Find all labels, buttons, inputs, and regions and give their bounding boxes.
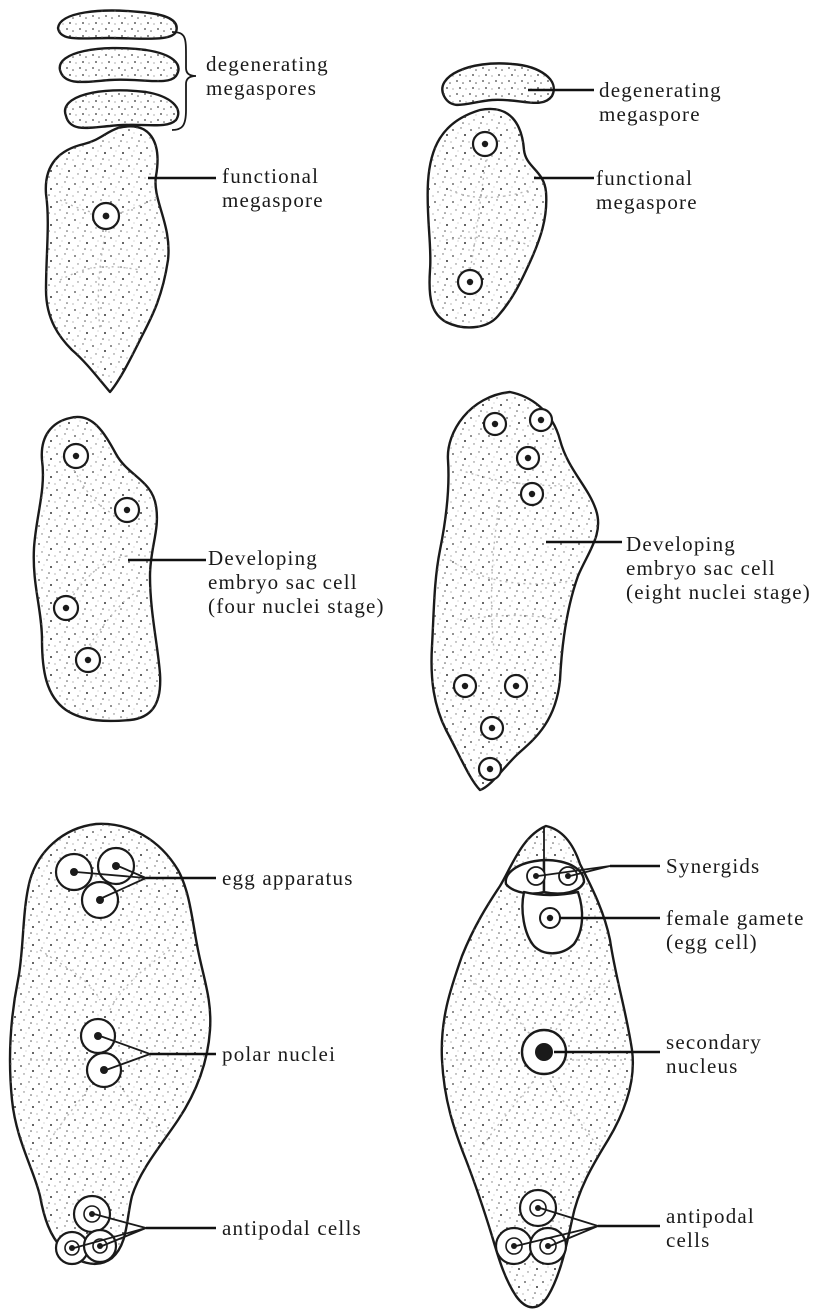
label-line: polar nuclei [222, 1042, 336, 1066]
panel-2-diagram [428, 63, 594, 327]
nucleolus [489, 725, 495, 731]
nucleolus [492, 421, 498, 427]
label-line: secondary [666, 1030, 762, 1054]
degenerating-megaspore-1-fill [58, 11, 177, 39]
label-line: degenerating [206, 52, 329, 76]
label-line: functional [222, 164, 324, 188]
nucleolus [529, 491, 535, 497]
nucleolus [547, 915, 553, 921]
label-line: degenerating [599, 78, 722, 102]
label-line: Synergids [666, 854, 760, 878]
embryo-sac-cytoplasm [34, 417, 160, 721]
label-line: nucleus [666, 1054, 762, 1078]
panel-3-diagram [34, 417, 206, 721]
label-line: egg apparatus [222, 866, 354, 890]
nucleolus [103, 213, 110, 220]
nucleolus [538, 417, 544, 423]
label-line: (egg cell) [666, 930, 805, 954]
nucleolus [525, 455, 531, 461]
label-line: female gamete [666, 906, 805, 930]
label-egg-apparatus: egg apparatus [222, 866, 354, 890]
label-line: megaspores [206, 76, 329, 100]
label-functional-megaspore: functional megaspore [222, 164, 324, 212]
label-line: (eight nuclei stage) [626, 580, 811, 604]
label-line: functional [596, 166, 698, 190]
label-line: antipodal cells [222, 1216, 362, 1240]
label-line: Developing [626, 532, 811, 556]
label-degenerating-megaspores: degenerating megaspores [206, 52, 329, 100]
label-eight-nuclei-stage: Developing embryo sac cell (eight nuclei… [626, 532, 811, 604]
label-secondary-nucleus: secondary nucleus [666, 1030, 762, 1078]
label-female-gamete: female gamete (egg cell) [666, 906, 805, 954]
label-degenerating-megaspore: degenerating megaspore [599, 78, 722, 126]
label-four-nuclei-stage: Developing embryo sac cell (four nuclei … [208, 546, 385, 618]
nucleolus [482, 141, 488, 147]
label-line: embryo sac cell [626, 556, 811, 580]
nucleolus [462, 683, 468, 689]
label-line: (four nuclei stage) [208, 594, 385, 618]
secondary-nucleus-inner [535, 1043, 553, 1061]
label-line: megaspore [599, 102, 722, 126]
nucleolus [73, 453, 79, 459]
label-line: cells [666, 1228, 755, 1252]
label-line: embryo sac cell [208, 570, 385, 594]
nucleolus [63, 605, 69, 611]
panel-4-diagram [432, 392, 622, 790]
label-polar-nuclei: polar nuclei [222, 1042, 336, 1066]
panel-1-diagram [46, 11, 216, 392]
embryo-sac-cytoplasm [432, 392, 599, 790]
label-antipodal-cells: antipodal cells [666, 1204, 755, 1252]
label-synergids: Synergids [666, 854, 760, 878]
nucleolus [467, 279, 473, 285]
label-line: antipodal [666, 1204, 755, 1228]
nucleolus [487, 766, 493, 772]
label-functional-megaspore: functional megaspore [596, 166, 698, 214]
functional-megaspore-cytoplasm [46, 126, 169, 392]
label-line: Developing [208, 546, 385, 570]
nucleolus [513, 683, 519, 689]
label-line: megaspore [222, 188, 324, 212]
panel-5-diagram [10, 824, 216, 1264]
label-antipodal-cells: antipodal cells [222, 1216, 362, 1240]
label-line: megaspore [596, 190, 698, 214]
nucleolus [124, 507, 130, 513]
panel-6-diagram [442, 826, 660, 1307]
nucleolus [85, 657, 91, 663]
